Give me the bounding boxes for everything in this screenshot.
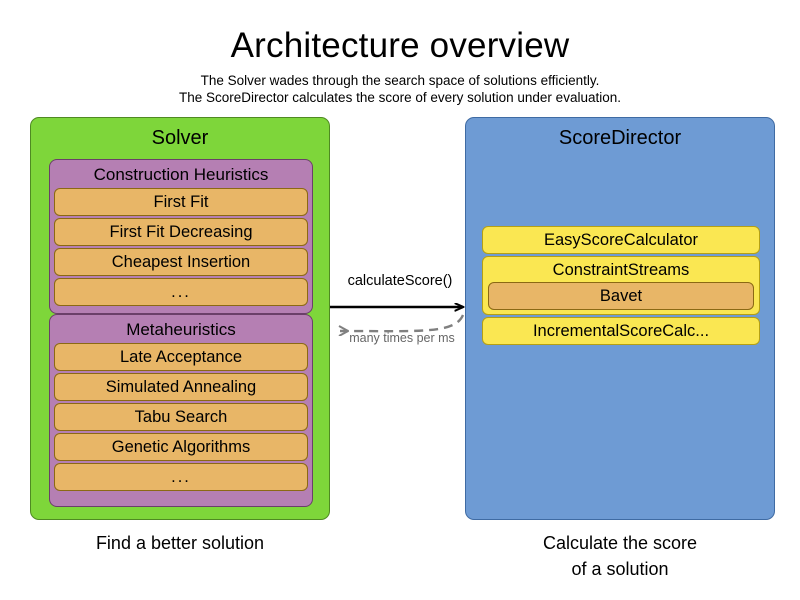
group-construction-heuristics-items: First Fit First Fit Decreasing Cheapest …	[54, 188, 308, 308]
list-item-ellipsis[interactable]: ...	[54, 463, 308, 491]
list-item-bavet[interactable]: Bavet	[488, 282, 754, 310]
list-item[interactable]: First Fit	[54, 188, 308, 216]
solver-panel: Solver Construction Heuristics First Fit…	[30, 117, 330, 520]
list-item[interactable]: Tabu Search	[54, 403, 308, 431]
group-metaheuristics-items: Late Acceptance Simulated Annealing Tabu…	[54, 343, 308, 493]
caption-solver-line-1: Find a better solution	[95, 533, 265, 553]
group-construction-heuristics: Construction Heuristics First Fit First …	[49, 159, 313, 314]
scoredirector-panel: ScoreDirector EasyScoreCalculator Constr…	[465, 117, 775, 520]
score-calculator-list: EasyScoreCalculator ConstraintStreams Ba…	[482, 226, 760, 347]
caption-scoredirector: Calculate the score of a solution	[465, 530, 775, 582]
list-item-ellipsis[interactable]: ...	[54, 278, 308, 306]
scoredirector-panel-title: ScoreDirector	[558, 127, 682, 149]
caption-scoredirector-line-2: of a solution	[571, 559, 669, 579]
list-item[interactable]: Cheapest Insertion	[54, 248, 308, 276]
page-subtitle-line-2: The ScoreDirector calculates the score o…	[179, 90, 621, 105]
list-item-incremental-score-calculator[interactable]: IncrementalScoreCalc...	[482, 317, 760, 345]
group-metaheuristics-title: Metaheuristics	[126, 320, 236, 339]
arrow-label-calculate-score: calculateScore()	[347, 273, 453, 289]
page-title: Architecture overview	[230, 26, 570, 65]
page-header: Architecture overview The Solver wades t…	[0, 26, 800, 106]
page-subtitle-line-1: The Solver wades through the search spac…	[200, 73, 600, 88]
solver-panel-title: Solver	[151, 127, 209, 149]
arrow-label-frequency: many times per ms	[349, 331, 455, 345]
list-item[interactable]: Late Acceptance	[54, 343, 308, 371]
list-item-constraint-streams-label: ConstraintStreams	[552, 261, 690, 279]
list-item-easy-score-calculator[interactable]: EasyScoreCalculator	[482, 226, 760, 254]
caption-solver: Find a better solution	[30, 530, 330, 556]
list-item-constraint-streams[interactable]: ConstraintStreams Bavet	[482, 256, 760, 315]
list-item[interactable]: Simulated Annealing	[54, 373, 308, 401]
group-construction-heuristics-title: Construction Heuristics	[93, 165, 269, 184]
caption-scoredirector-line-1: Calculate the score	[542, 533, 698, 553]
list-item[interactable]: First Fit Decreasing	[54, 218, 308, 246]
group-metaheuristics: Metaheuristics Late Acceptance Simulated…	[49, 314, 313, 507]
arrow-many-times-per-ms	[340, 314, 465, 331]
list-item[interactable]: Genetic Algorithms	[54, 433, 308, 461]
